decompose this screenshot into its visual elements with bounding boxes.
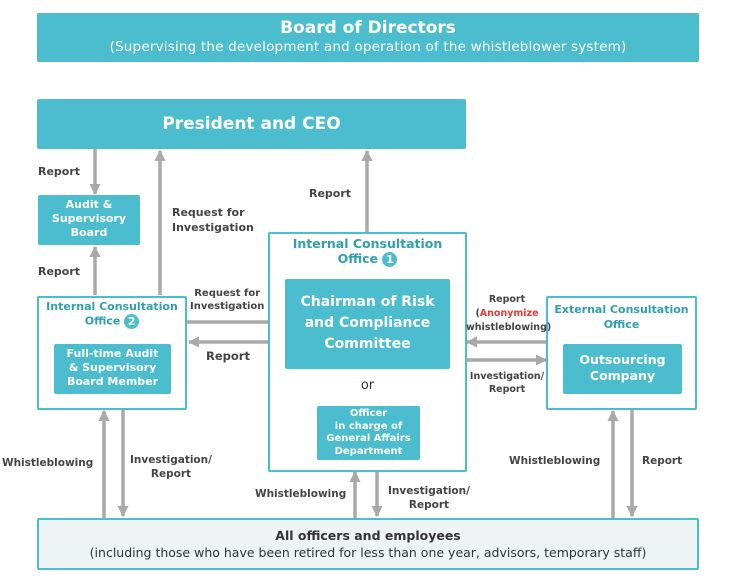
chairman-line1: Chairman of Risk [300, 294, 435, 310]
officer-general-affairs-box: Officer in charge of General Affairs Dep… [317, 406, 420, 460]
label-request-ceo-line1: Request for [172, 206, 245, 219]
label-whistleblowing-left: Whistleblowing [2, 457, 94, 469]
label-anonymize: Anonymize [479, 308, 539, 319]
office2-number-badge: 2 [124, 314, 140, 329]
label-report-ceo-audit: Report [38, 165, 81, 178]
external-title-line1: External Consultation [554, 303, 689, 316]
audit-board-line3: Board [70, 226, 108, 239]
audit-supervisory-board-box: Audit & Supervisory Board [38, 195, 140, 245]
label-request-investigation-ceo: Request for Investigation [172, 205, 254, 235]
label-request-office-line1: Request for [194, 288, 261, 299]
external-title: External Consultation Office [548, 302, 695, 332]
label-ext-inv-line1: Investigation/ [469, 371, 545, 382]
chairman-risk-compliance-box: Chairman of Risk and Compliance Committe… [285, 279, 450, 369]
audit-board-line1: Audit & [65, 198, 113, 211]
label-report-office1-ceo: Report [309, 187, 352, 200]
label-investigation-left: Investigation/ Report [130, 453, 212, 481]
office1-number-badge: 1 [382, 252, 398, 267]
full-time-audit-member-box: Full-time Audit & Supervisory Board Memb… [54, 344, 171, 394]
label-external-report-line1: Report [488, 294, 526, 305]
president-title: President and CEO [162, 114, 341, 134]
office2-title-line1: Internal Consultation [46, 300, 178, 313]
employees-title: All officers and employees [275, 528, 461, 543]
internal-consultation-office-2: Internal Consultation Office 2 Full-time… [37, 296, 187, 410]
label-ext-inv-line2: Report [488, 384, 526, 395]
company-line2: Company [589, 368, 656, 383]
external-consultation-office: External Consultation Office Outsourcing… [546, 296, 697, 410]
or-text: or [360, 378, 375, 393]
board-title: Board of Directors [280, 18, 456, 38]
member-line1: Full-time Audit [66, 347, 159, 360]
employees-subtitle: (including those who have been retired f… [89, 545, 647, 560]
office2-title: Internal Consultation Office 2 [39, 300, 185, 329]
label-report-right: Report [642, 455, 683, 467]
office2-title-line2: Office [84, 314, 121, 328]
officer-line1: Officer [349, 408, 388, 419]
office1-title-line2: Office [337, 251, 379, 266]
label-request-investigation-office: Request for Investigation [190, 287, 264, 313]
outsourcing-company-box: Outsourcing Company [563, 344, 682, 394]
label-whistleblowing-right: Whistleblowing [509, 455, 601, 467]
member-line3: Board Member [66, 375, 159, 388]
label-external-report: Report (Anonymize whistleblowing) [466, 293, 552, 335]
label-external-report-line3: whistleblowing) [466, 322, 552, 333]
external-title-line2: Office [603, 318, 640, 331]
company-line1: Outsourcing [579, 352, 666, 367]
label-request-ceo-line2: Investigation [172, 221, 254, 234]
all-officers-employees-box: All officers and employees (including th… [37, 518, 699, 570]
member-line2: & Supervisory [68, 361, 157, 374]
label-report-office1-office2: Report [206, 349, 250, 363]
label-inv-center-line1: Investigation/ [388, 485, 470, 497]
audit-board-line2: Supervisory [51, 212, 127, 225]
label-inv-left-line2: Report [150, 468, 192, 480]
president-ceo-box: President and CEO [37, 99, 466, 149]
internal-consultation-office-1: Internal Consultation Office 1 Chairman … [268, 232, 467, 472]
label-external-open-paren: ( [475, 308, 480, 319]
label-inv-center-line2: Report [408, 499, 450, 511]
label-report-audit-office2: Report [38, 265, 81, 278]
chairman-line2: and Compliance [304, 315, 431, 331]
officer-line4: Department [334, 445, 403, 457]
label-investigation-center: Investigation/ Report [388, 484, 470, 512]
label-request-office-line2: Investigation [190, 301, 265, 312]
office1-title-line1: Internal Consultation [292, 236, 443, 251]
chairman-line3: Committee [324, 336, 411, 352]
office1-title: Internal Consultation Office 1 [270, 236, 465, 267]
label-whistleblowing-center: Whistleblowing [255, 488, 347, 500]
officer-line2: in charge of [334, 420, 403, 432]
board-of-directors-box: Board of Directors (Supervising the deve… [37, 13, 699, 62]
label-inv-left-line1: Investigation/ [130, 454, 212, 466]
board-subtitle: (Supervising the development and operati… [109, 39, 627, 55]
officer-line3: General Affairs [326, 433, 411, 444]
label-external-investigation: Investigation/ Report [466, 370, 548, 396]
